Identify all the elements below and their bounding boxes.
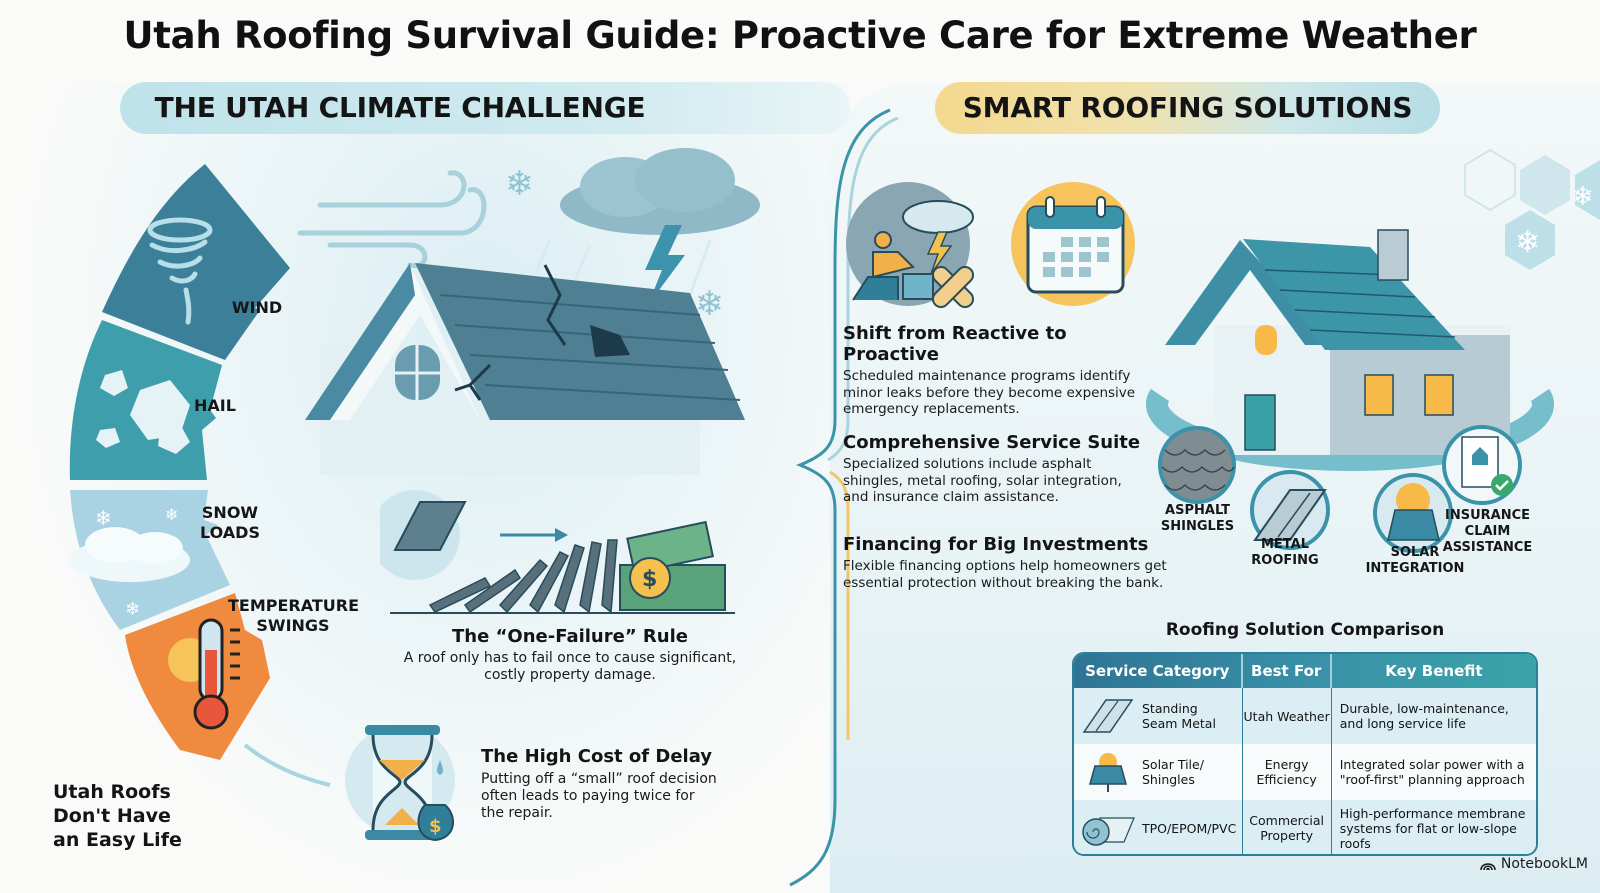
segment-label-temperature: TEMPERATURE SWINGS: [228, 596, 360, 635]
service-label-asphalt: ASPHALT SHINGLES: [1160, 503, 1235, 534]
solution-item-financing: Financing for Big Investments Flexible f…: [843, 534, 1183, 591]
service-label-insurance: INSURANCE CLAIM ASSISTANCE: [1442, 508, 1533, 555]
domino-money-illustration: $: [380, 490, 735, 614]
solution-body-service-suite: Specialized solutions include asphalt sh…: [843, 456, 1122, 505]
insurance-document-icon: [1442, 425, 1522, 505]
solution-body-financing: Flexible financing options help homeowne…: [843, 558, 1167, 591]
reactive-repair-icon: [846, 182, 975, 309]
section-header-solutions: SMART ROOFING SOLUTIONS: [935, 82, 1440, 134]
connector-curve: [243, 743, 331, 787]
solution-item-service-suite: Comprehensive Service Suite Specialized …: [843, 432, 1163, 506]
solution-body-proactive: Scheduled maintenance programs identify …: [843, 368, 1136, 417]
svg-text:❄: ❄: [165, 505, 178, 524]
solution-title-financing: Financing for Big Investments: [843, 534, 1149, 555]
svg-text:$: $: [429, 816, 442, 837]
shingles-icon: [1158, 426, 1236, 504]
segment-label-wind: WIND: [231, 298, 283, 317]
one-failure-title: The “One-Failure” Rule: [452, 626, 688, 647]
house-illustration: [1146, 229, 1554, 472]
segment-snow: ❄ ❄ ❄: [70, 490, 230, 630]
tornado-icon: [147, 217, 213, 325]
comparison-title: Roofing Solution Comparison: [1165, 620, 1445, 640]
service-ring: ASPHALT SHINGLES METAL ROOFING SOLAR INT…: [1150, 415, 1550, 590]
money-stack-icon: $: [619, 520, 726, 611]
service-label-solar: SOLAR INTEGRATION: [1365, 545, 1465, 576]
hail-icon: [96, 370, 190, 454]
solution-title-proactive: Shift from Reactive to Proactive: [843, 323, 1067, 365]
tagline: Utah Roofs Don't Have an Easy Life: [53, 781, 182, 851]
segment-temperature: [125, 593, 270, 760]
page-title: Utah Roofing Survival Guide: Proactive C…: [123, 14, 1477, 57]
delay-card: The High Cost of Delay Putting off a “sm…: [481, 746, 781, 822]
svg-text:$: $: [642, 567, 657, 592]
svg-text:❄: ❄: [1572, 182, 1594, 212]
thermometer-sun-icon: [168, 618, 240, 730]
solar-panel-icon: [1089, 753, 1127, 792]
header-best-for: Best For: [1243, 654, 1332, 688]
comparison-table: Service Category Best For Key Benefit St…: [1072, 652, 1538, 856]
notebooklm-logo-icon: [1480, 863, 1496, 871]
one-failure-card: The “One-Failure” Rule A roof only has t…: [380, 626, 760, 684]
broken-shingle-icon: [393, 501, 467, 551]
falling-dominoes: [428, 539, 618, 614]
brand-watermark: NotebookLM: [1480, 856, 1588, 872]
svg-text:❄: ❄: [95, 506, 112, 530]
metal-panel-icon: [1250, 470, 1330, 550]
solar-panel-icon: [1373, 473, 1453, 553]
metal-panel-icon: [1082, 699, 1134, 733]
service-label-metal: METAL ROOFING: [1251, 537, 1319, 568]
svg-text:❄: ❄: [1515, 225, 1540, 260]
hexagon-snowflake-decoration: ❄ ❄: [1464, 148, 1600, 270]
section-header-climate: THE UTAH CLIMATE CHALLENGE: [120, 82, 850, 134]
segment-label-snow: SNOW LOADS: [200, 503, 260, 542]
storm-cloud-icon: [533, 148, 760, 305]
calendar-icon: [1011, 182, 1135, 306]
delay-body: Putting off a “small” roof decision ofte…: [481, 771, 717, 821]
header-service-category: Service Category: [1074, 654, 1243, 688]
svg-text:❄: ❄: [125, 599, 140, 620]
house-with-cracked-roof: [305, 263, 745, 475]
solution-title-service-suite: Comprehensive Service Suite: [843, 432, 1141, 453]
wind-icon: [297, 170, 487, 269]
section-header-solutions-label: SMART ROOFING SOLUTIONS: [962, 91, 1413, 124]
segment-label-hail: HAIL: [194, 396, 236, 415]
delay-title: The High Cost of Delay: [481, 746, 713, 767]
one-failure-body: A roof only has to fail once to cause si…: [403, 650, 737, 683]
hourglass-money-icon: $: [345, 725, 455, 842]
reactive-proactive-icons: [846, 182, 1135, 309]
table-header: Service Category Best For Key Benefit: [1074, 654, 1536, 688]
segment-wind: [102, 164, 290, 360]
damaged-roof-illustration: ❄ ❄: [297, 148, 760, 475]
climate-arc: ❄ ❄ ❄: [69, 164, 290, 760]
solution-item-proactive: Shift from Reactive to Proactive Schedul…: [843, 323, 1163, 418]
snow-cloud-icon: ❄ ❄ ❄: [70, 505, 190, 620]
section-header-climate-label: THE UTAH CLIMATE CHALLENGE: [154, 91, 646, 124]
header-key-benefit: Key Benefit: [1385, 662, 1483, 680]
segment-hail: [69, 320, 222, 480]
membrane-roll-icon: [1082, 817, 1135, 846]
snowflake-icon: ❄: [505, 164, 534, 204]
